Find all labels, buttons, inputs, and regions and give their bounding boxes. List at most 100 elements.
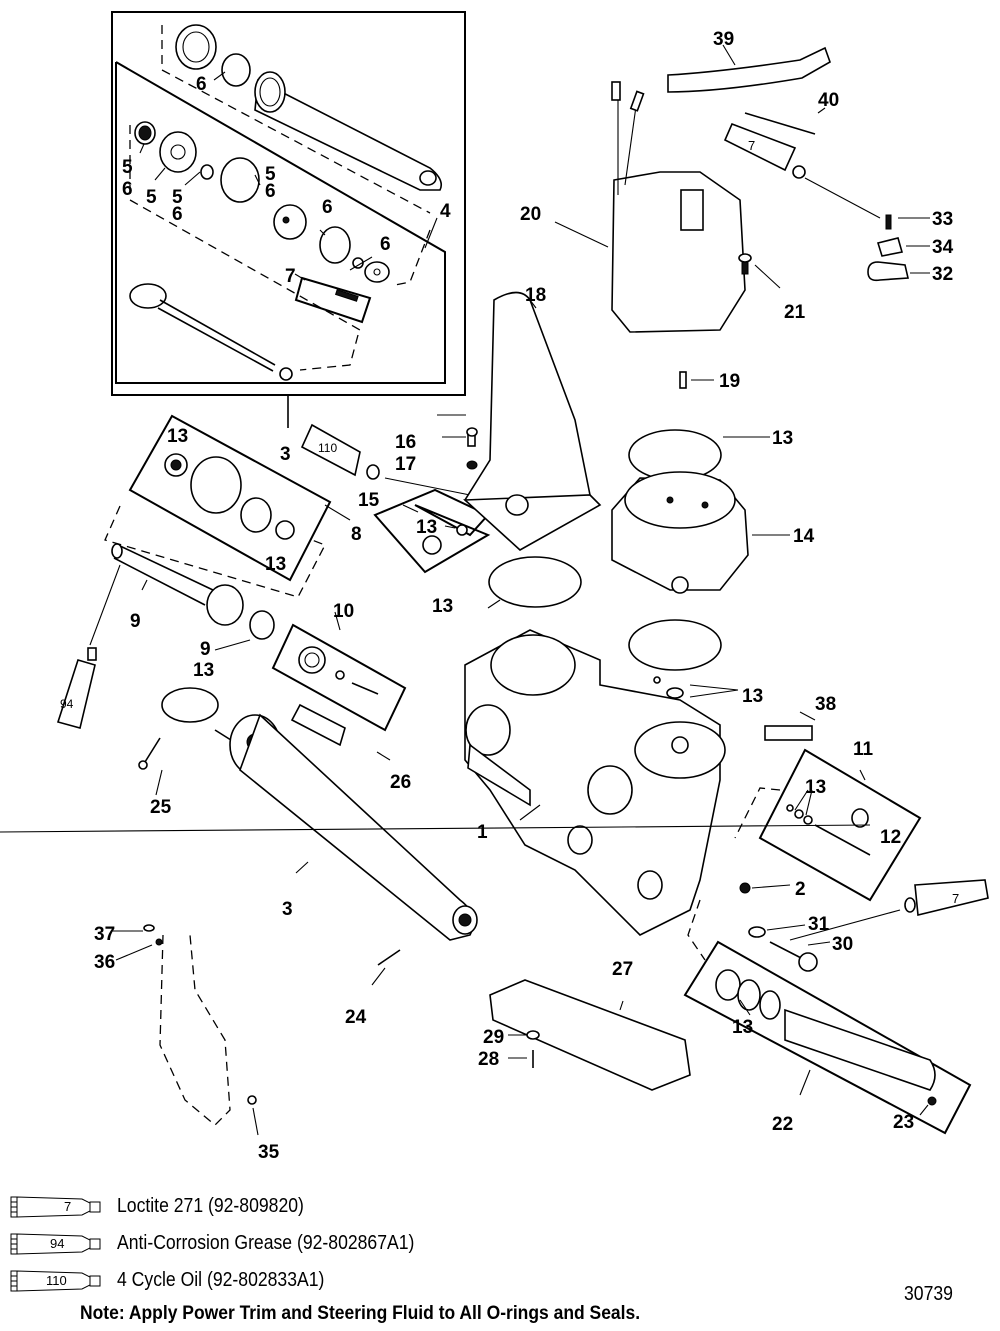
oil-tube-icon	[10, 1269, 101, 1292]
o-ring-13	[628, 619, 722, 671]
pin-24	[377, 949, 401, 966]
legend-label: Anti-Corrosion Grease (92-802867A1)	[117, 1232, 415, 1254]
svg-text:7: 7	[748, 138, 755, 153]
callout-5: 5	[265, 164, 276, 185]
o-ring-13	[488, 556, 582, 608]
svg-text:7: 7	[952, 891, 959, 906]
clip-34	[876, 237, 904, 257]
callout-17: 17	[395, 454, 416, 475]
legend-label: 4 Cycle Oil (92-802833A1)	[117, 1269, 325, 1291]
callout-6: 6	[380, 234, 391, 255]
bolt-30	[769, 941, 806, 961]
callout-35: 35	[258, 1142, 280, 1163]
plug-2	[739, 882, 751, 894]
callout-26: 26	[390, 772, 411, 793]
callout-2: 2	[795, 879, 806, 900]
callout-6: 6	[196, 74, 207, 95]
callout-6: 6	[265, 181, 276, 202]
callout-29: 29	[483, 1027, 504, 1048]
callout-36: 36	[94, 952, 115, 973]
legend-code: 7	[64, 1199, 72, 1214]
motor-20	[611, 81, 746, 333]
callout-15: 15	[358, 490, 380, 511]
callout-28: 28	[478, 1049, 499, 1070]
reservoir-18	[463, 291, 602, 551]
callout-16: 16	[395, 432, 416, 453]
clamp-32	[867, 261, 909, 282]
svg-text:110: 110	[318, 441, 337, 455]
callout-5: 5	[172, 187, 183, 208]
callout-31: 31	[808, 914, 830, 935]
callout-20: 20	[520, 204, 541, 225]
assembly-note: Note: Apply Power Trim and Steering Flui…	[80, 1303, 641, 1324]
callout-5: 5	[122, 157, 133, 178]
callout-32: 32	[932, 264, 953, 285]
figure-number: 30739	[904, 1283, 953, 1305]
cylinder-kit-box	[111, 11, 466, 396]
callout-30: 30	[832, 934, 853, 955]
callout-13: 13	[265, 554, 286, 575]
trim-cylinder-3	[161, 687, 478, 941]
loctite-tube-top: 7	[723, 122, 806, 179]
decal-38	[764, 725, 813, 741]
callout-21: 21	[784, 302, 806, 323]
kit-box-8	[104, 414, 332, 598]
pump-housing-1	[464, 629, 726, 936]
leader-lines	[0, 44, 930, 1136]
callout-13: 13	[742, 686, 763, 707]
loctite-tube-right: 7	[904, 879, 989, 916]
callout-13: 13	[193, 660, 214, 681]
callout-24: 24	[345, 1007, 367, 1028]
rod-9	[111, 543, 275, 640]
callout-13: 13	[772, 428, 793, 449]
callout-38: 38	[815, 694, 836, 715]
callout-9: 9	[130, 611, 141, 632]
cable-tie-40	[744, 112, 816, 135]
callout-13: 13	[432, 596, 453, 617]
callout-37: 37	[94, 924, 115, 945]
washer-29	[526, 1030, 540, 1040]
oil-tube-110: 110	[300, 423, 380, 480]
legend-label: Loctite 271 (92-809820)	[117, 1195, 304, 1217]
callout-10: 10	[333, 601, 354, 622]
grease-tube-icon	[10, 1232, 101, 1255]
callout-12: 12	[880, 827, 901, 848]
bracket-27	[489, 979, 691, 1091]
kit-box-22	[683, 899, 972, 1135]
callout-34: 34	[932, 237, 954, 258]
callout-18: 18	[525, 285, 546, 306]
callout-1: 1	[477, 822, 488, 843]
screw-33	[885, 214, 892, 230]
callout-3: 3	[282, 899, 293, 920]
transom-bracket-phantom	[143, 924, 257, 1126]
callout-7: 7	[285, 266, 296, 287]
washer-31	[748, 926, 766, 938]
callout-25: 25	[150, 797, 172, 818]
kit-box-15	[373, 488, 491, 574]
callout-6: 6	[172, 204, 183, 225]
legend-code: 94	[50, 1236, 65, 1251]
legend-item: 7 Loctite 271 (92-809820)	[10, 1188, 455, 1225]
svg-text:94: 94	[60, 697, 74, 711]
sealant-legend: 7 Loctite 271 (92-809820) 94 Anti-Corros…	[10, 1188, 455, 1299]
callout-19: 19	[719, 371, 740, 392]
callout-9: 9	[200, 639, 211, 660]
callout-labels: 1 2 3 3 4 5 6 5 5 6 5 6 6 6 6 7 8 9 9 10…	[94, 29, 954, 1163]
pin-25	[144, 737, 161, 763]
callout-40: 40	[818, 90, 839, 111]
legend-code: 110	[46, 1273, 67, 1288]
callout-11: 11	[853, 739, 874, 760]
hose-39	[667, 46, 831, 93]
callout-33: 33	[932, 209, 953, 230]
sealant-tube-icon	[10, 1195, 101, 1218]
callout-13: 13	[805, 777, 826, 798]
callout-6: 6	[322, 197, 333, 218]
pin-19	[679, 371, 687, 389]
washer-17	[466, 460, 478, 470]
callout-3: 3	[280, 444, 291, 465]
callout-22: 22	[772, 1114, 793, 1135]
callout-27: 27	[612, 959, 633, 980]
callout-13: 13	[416, 517, 437, 538]
legend-item: 94 Anti-Corrosion Grease (92-802867A1)	[10, 1225, 455, 1262]
